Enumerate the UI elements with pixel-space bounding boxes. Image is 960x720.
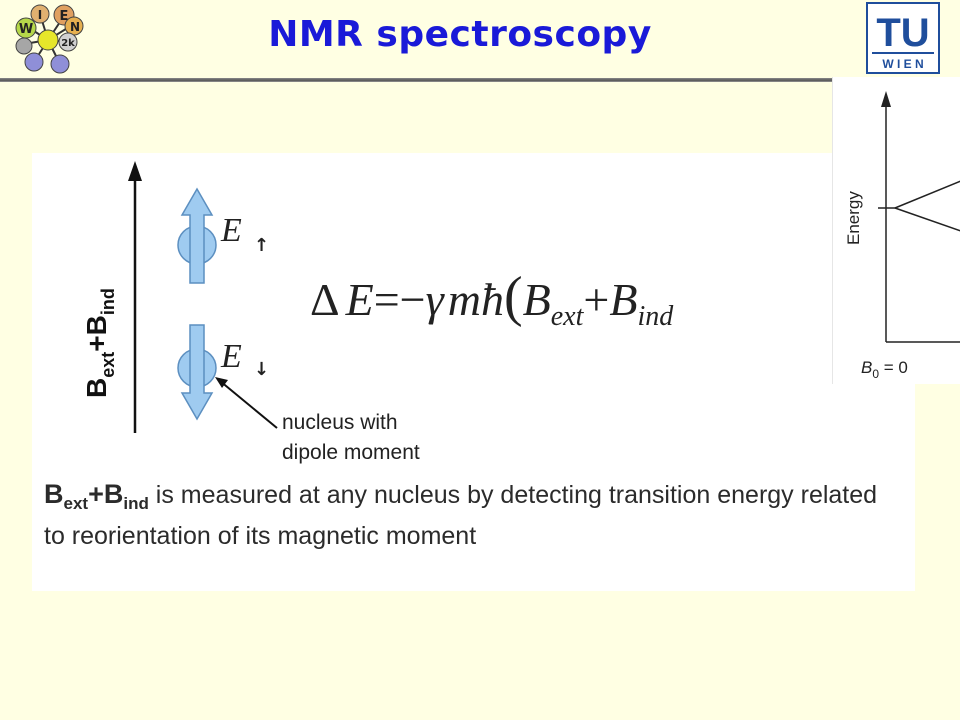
- caption-text: Bext+Bind is measured at any nucleus by …: [44, 479, 878, 550]
- logo-letter-w: W: [19, 22, 33, 37]
- zeeman-y-label: Energy: [844, 191, 863, 245]
- nucleus-spin-up: [177, 187, 217, 284]
- nmr-figure: Bext+Bind E ↑ E ↓ nucleus with dipole mo…: [81, 161, 674, 464]
- zeeman-upper-level: [894, 180, 960, 209]
- tu-wien-logo: TU W I E N: [866, 2, 940, 74]
- logo-letter-e: E: [60, 9, 69, 24]
- arrow-up-icon: ↑: [254, 235, 269, 256]
- header-divider: [0, 78, 960, 82]
- zeeman-plot-svg: Energy B0 = 0: [844, 91, 960, 381]
- tu-logo-wien: W I E N: [882, 57, 923, 71]
- pointer-arrowhead: [215, 377, 228, 388]
- energy-down-symbol: E: [220, 338, 242, 375]
- nucleus-spin-down: [177, 324, 217, 421]
- zeeman-x-label: B0 = 0: [861, 358, 908, 381]
- wien2k-logo: W I E N 2k: [15, 4, 84, 74]
- svg-text:Bext+Bind: Bext+Bind: [81, 288, 118, 398]
- page-title: NMR spectroscopy: [268, 14, 652, 55]
- field-axis-label: Bext+Bind: [81, 288, 118, 398]
- logo-letter-2k: 2k: [61, 38, 75, 49]
- pointer-line: [219, 380, 278, 429]
- field-axis-arrowhead: [128, 161, 142, 181]
- nucleus-label-line2: dipole moment: [282, 441, 420, 464]
- energy-up-symbol: E: [220, 212, 242, 249]
- nucleus-label-line1: nucleus with: [282, 411, 398, 434]
- logo-letter-i: I: [38, 8, 42, 22]
- tu-logo-mark: TU: [876, 11, 929, 55]
- figure-panel: Bext+Bind E ↑ E ↓ nucleus with dipole mo…: [32, 153, 915, 591]
- zeeman-plot: Energy B0 = 0: [832, 77, 960, 384]
- logo-letter-n: N: [70, 20, 80, 34]
- zeeman-y-arrowhead: [881, 91, 891, 107]
- arrow-down-icon: ↓: [254, 359, 269, 380]
- zeeman-lower-level: [894, 207, 960, 232]
